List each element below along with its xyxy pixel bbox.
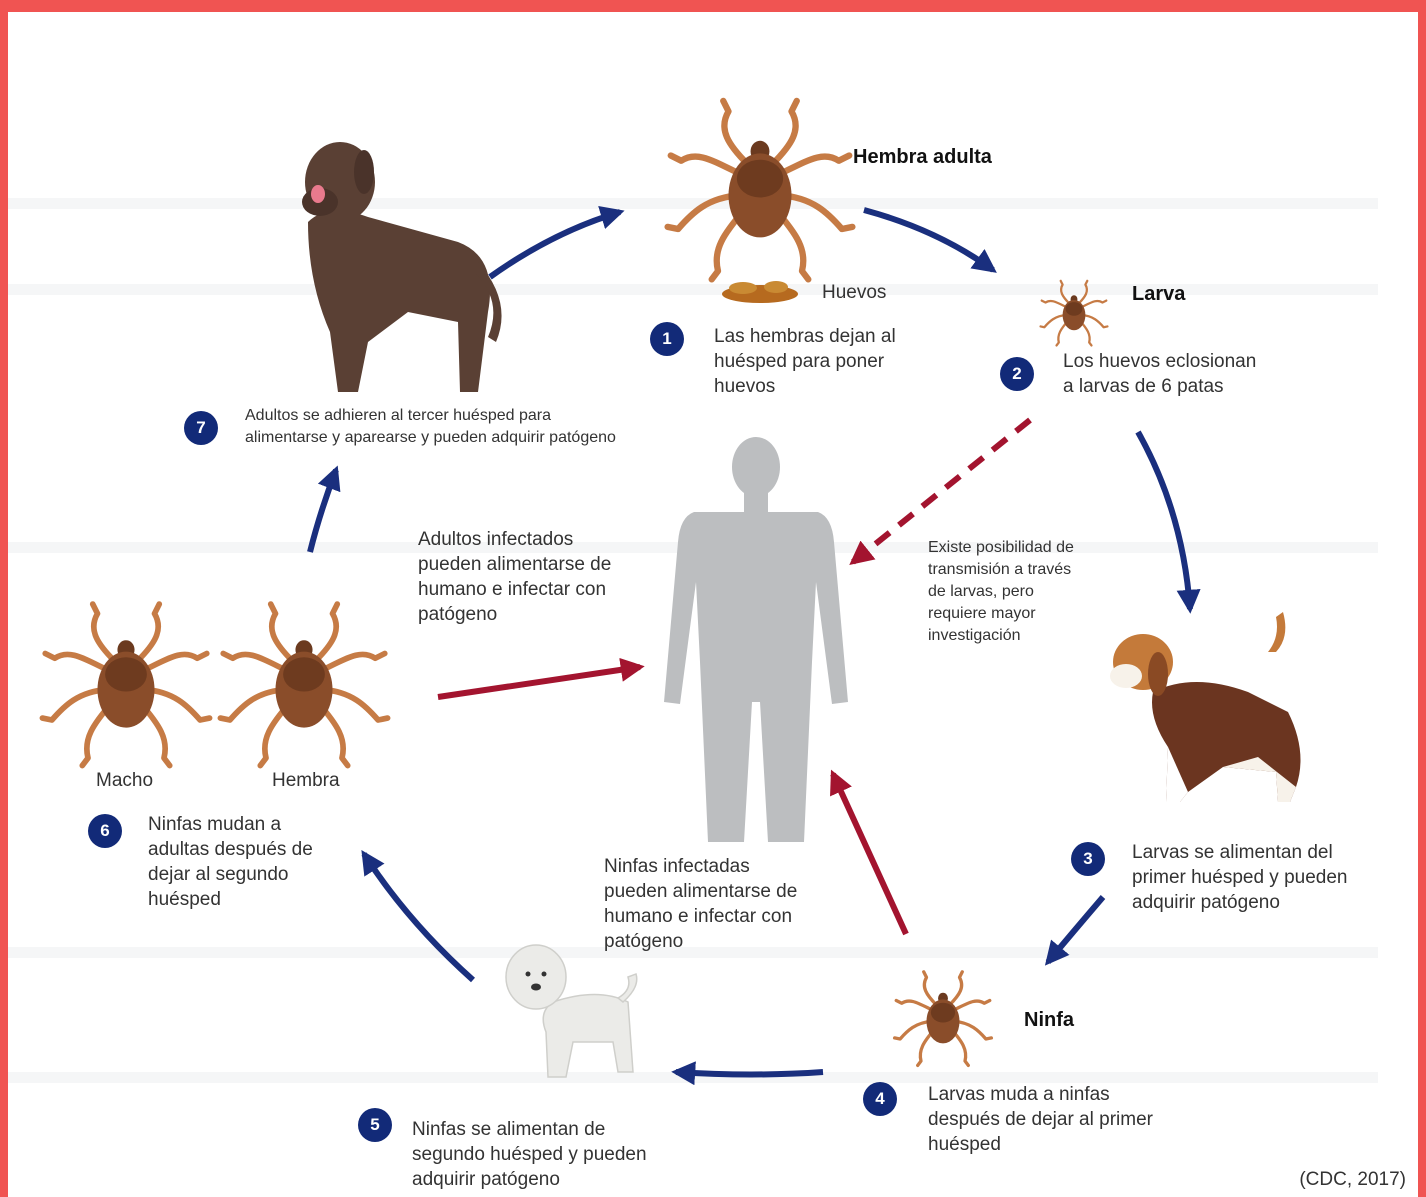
arrow-stage3-to-4 (1048, 897, 1103, 962)
arrow-stage2-to-3 (1138, 432, 1190, 609)
nymph-tick-illustration (895, 972, 992, 1066)
stage-4-badge: 4 (863, 1082, 897, 1116)
label-huevos: Huevos (822, 280, 886, 305)
label-larva: Larva (1132, 282, 1185, 307)
labrador-dog-illustration (302, 142, 502, 392)
stage-3-badge: 3 (1071, 842, 1105, 876)
female-tick-illustration (220, 604, 387, 766)
adult-female-tick-illustration (668, 101, 853, 280)
larva-tick-illustration (1041, 281, 1108, 346)
diagram-frame: Hembra adulta Huevos Larva Ninfa Macho H… (8, 12, 1418, 1197)
arrow-stage1-to-2 (864, 210, 993, 270)
label-macho: Macho (96, 768, 153, 793)
arrow-stage5-to-6 (364, 854, 473, 980)
beagle-dog-illustration (1110, 612, 1301, 802)
eggs-illustration (722, 281, 798, 303)
stage-5-badge: 5 (358, 1108, 392, 1142)
arrow-stage7-to-1 (490, 212, 620, 277)
arrow-stage4-to-5 (676, 1072, 823, 1075)
arrow-nymphs-to-human (833, 774, 906, 934)
white-terrier-dog-illustration (506, 945, 637, 1077)
label-ninfa: Ninfa (1024, 1008, 1074, 1033)
stage-7-badge: 7 (184, 411, 218, 445)
citation: (CDC, 2017) (1299, 1169, 1406, 1191)
arrow-adults-to-human (438, 667, 640, 697)
life-cycle-illustration (8, 12, 1418, 1197)
stage-6-badge: 6 (88, 814, 122, 848)
stage-2-badge: 2 (1000, 357, 1034, 391)
stage-7-text: Adultos se adhieren al tercer huésped pa… (245, 405, 616, 449)
label-hembra-adulta: Hembra adulta (853, 145, 992, 170)
label-hembra: Hembra (272, 768, 340, 793)
stage-1-badge: 1 (650, 322, 684, 356)
human-silhouette (664, 437, 848, 842)
arrow-stage6-to-7 (310, 470, 336, 552)
male-tick-illustration (42, 604, 209, 766)
